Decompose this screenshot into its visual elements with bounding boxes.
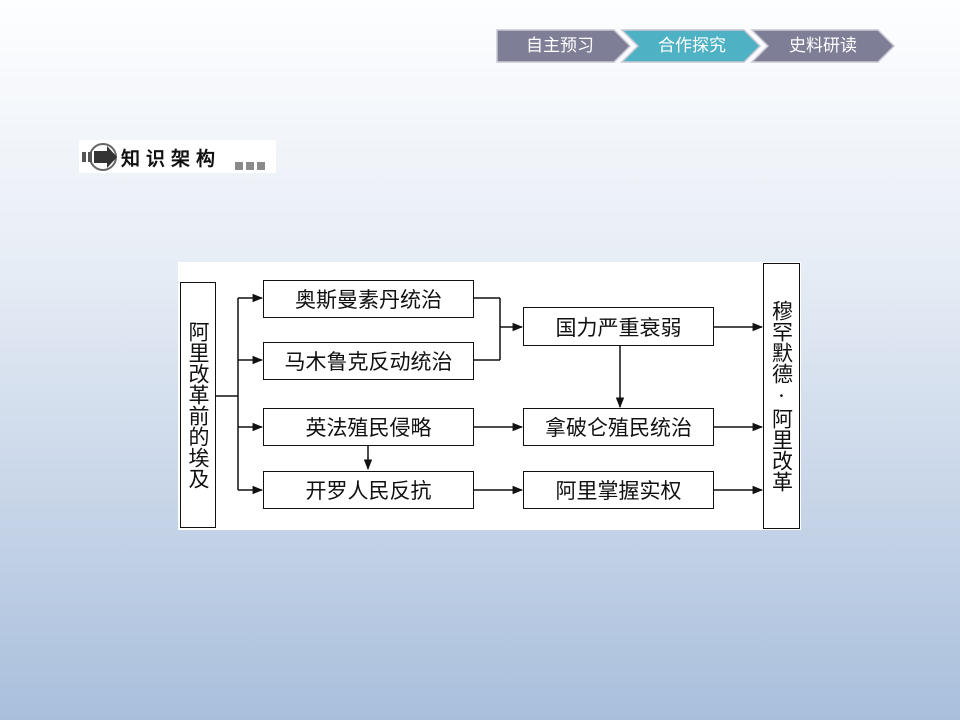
nav-tab-preview[interactable]: 自主预习: [526, 36, 594, 56]
cairo-resistance-box: 开罗人民反抗: [263, 471, 474, 509]
nav-tab-historical-materials[interactable]: 史料研读: [789, 36, 857, 56]
pre-reform-egypt-box: 阿里改革前的埃及: [180, 282, 216, 528]
decorative-dots: [235, 155, 268, 174]
section-title: 知识架构: [121, 148, 222, 170]
nav-tab-cooperative-inquiry[interactable]: 合作探究: [658, 36, 726, 56]
top-navigation: 自主预习 合作探究 史料研读: [496, 29, 896, 63]
section-header: 知识架构: [79, 140, 276, 173]
nav-chevrons: [496, 29, 896, 63]
knowledge-diagram: 阿里改革前的埃及 奥斯曼素丹统治 马木鲁克反动统治 英法殖民侵略 开罗人民反抗 …: [178, 262, 801, 530]
national-decline-box: 国力严重衰弱: [523, 307, 714, 346]
ottoman-sultan-rule-box: 奥斯曼素丹统治: [263, 280, 474, 318]
ali-takes-power-box: 阿里掌握实权: [523, 471, 714, 509]
anglo-french-invasion-box: 英法殖民侵略: [263, 408, 474, 446]
mamluk-rule-box: 马木鲁克反动统治: [263, 342, 474, 380]
arrow-circle-icon: [82, 143, 117, 171]
diagram-connectors: [216, 293, 764, 495]
muhammad-ali-reform-box: 穆罕默德·阿里改革: [763, 263, 800, 529]
napoleon-colonial-rule-box: 拿破仑殖民统治: [523, 408, 714, 446]
